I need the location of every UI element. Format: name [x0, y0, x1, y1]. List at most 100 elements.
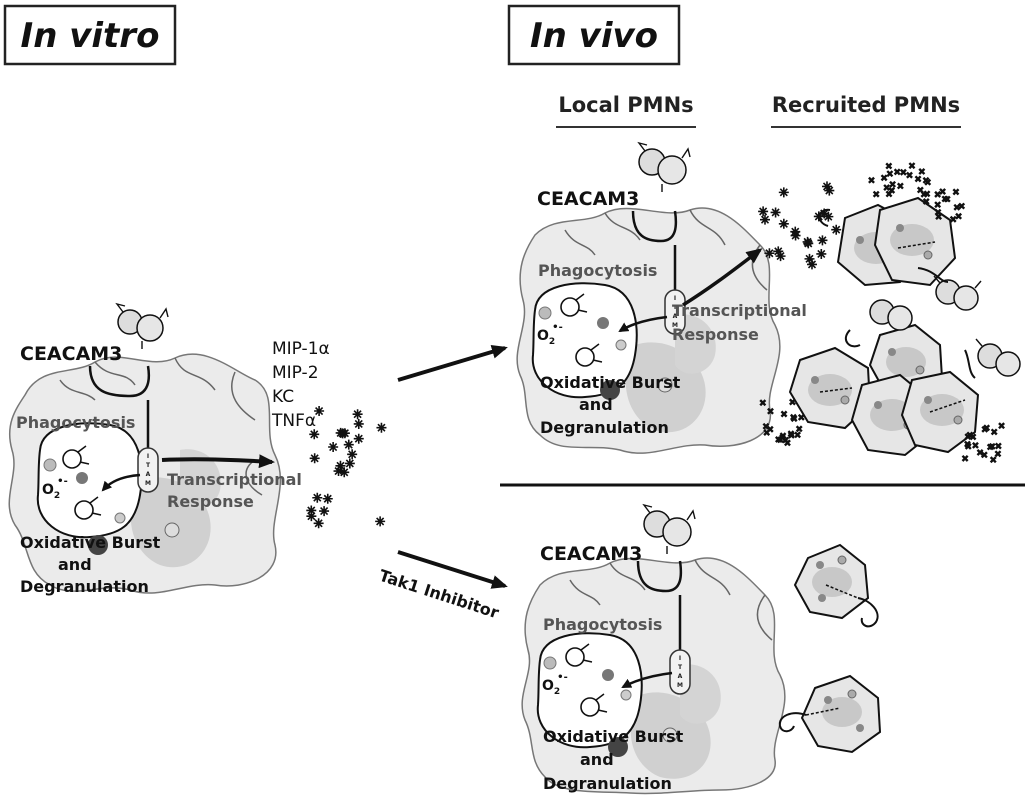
- tak1-inhibitor-label: Tak1 Inhibitor: [377, 566, 502, 623]
- cytokine-star: [309, 429, 320, 440]
- bound-bacterium: [115, 302, 169, 349]
- mediator-mip2: MIP-2: [272, 363, 319, 383]
- cytokine-star: [337, 428, 348, 439]
- recruited-pmns-header: Recruited PMNs: [772, 93, 960, 117]
- cytokine-star: [918, 168, 926, 175]
- cytokine-cloud: [306, 406, 387, 529]
- cytokine-star: [988, 442, 996, 450]
- phagocytosed-bacterium: [74, 496, 102, 520]
- phagocytosed-bacterium: [560, 293, 588, 317]
- granule: [615, 339, 627, 351]
- bound-bacterium: [637, 141, 691, 192]
- transcription-output-arrow: [161, 454, 275, 469]
- cytokine-star: [803, 238, 814, 249]
- cytokine-star: [880, 174, 888, 182]
- itam-letter: I: [147, 453, 149, 460]
- cytokine-star: [983, 424, 991, 432]
- cytokine-star: [885, 190, 893, 198]
- cytokine-star: [819, 208, 830, 219]
- cytokine-star: [883, 184, 891, 192]
- cytokine-star: [353, 418, 364, 429]
- granule: [543, 656, 557, 670]
- receptor-hooks: [818, 208, 976, 379]
- resting-pmn: [793, 543, 879, 628]
- cytokine-star: [899, 168, 907, 176]
- in-vitro-title-box: In vitro: [3, 4, 177, 66]
- cytokine-star: [335, 460, 346, 471]
- in-vivo-title-box: In vivo: [507, 4, 681, 66]
- cytokine-star: [314, 406, 325, 417]
- phagosome: [536, 632, 643, 749]
- cytokine-star: [794, 431, 802, 439]
- oxidative-label-1: Oxidative Burst: [540, 373, 681, 392]
- cytokine-star: [787, 431, 795, 439]
- ceacam3-label: CEACAM3: [537, 188, 639, 210]
- cytokine-star: [868, 176, 875, 184]
- mediator-mip1a: MIP-1α: [272, 339, 330, 359]
- cytokine-star: [989, 456, 997, 464]
- receptor-ectodomain: [636, 560, 683, 593]
- free-bacterium: [975, 338, 1021, 377]
- itam-letter: A: [673, 313, 678, 320]
- cytokine-star: [313, 518, 324, 529]
- cytokine-star: [886, 170, 894, 178]
- mediator-kc: KC: [272, 387, 294, 407]
- phagocytosed-bacterium: [62, 445, 90, 469]
- arrow-to-untreated: [397, 345, 508, 382]
- itam-letter: A: [678, 673, 683, 680]
- itam-letter: T: [678, 664, 683, 671]
- cytokine-star: [824, 185, 835, 196]
- phagocytosed-bacterium: [565, 643, 593, 667]
- granule: [602, 669, 614, 681]
- phagocytosis-signal-arrow: [621, 671, 673, 689]
- cytokine-star: [831, 224, 842, 235]
- oxidative-label-3: Degranulation: [540, 418, 669, 437]
- cytokine-star: [778, 187, 789, 198]
- cytokine-star: [941, 195, 949, 203]
- local-pmns-header: Local PMNs: [558, 93, 693, 117]
- cytokine-star: [759, 214, 770, 225]
- cytokine-star: [758, 206, 769, 217]
- cytokine-cloud: [759, 398, 805, 447]
- cytokine-star: [790, 226, 801, 237]
- granule: [43, 458, 57, 472]
- mediator-tnfa: TNFα: [271, 411, 316, 431]
- granule: [620, 689, 632, 701]
- cell-membrane-folds: [569, 559, 773, 641]
- cytokine-star: [955, 212, 963, 220]
- phagocytosis-label: Phagocytosis: [16, 413, 135, 432]
- superoxide-label: O2•-: [542, 672, 568, 697]
- cytokine-star: [376, 422, 387, 433]
- cytokine-star: [767, 407, 774, 415]
- granule: [608, 737, 628, 757]
- phagosome: [36, 422, 143, 539]
- transcriptional-label-1: Transcriptional: [672, 301, 807, 320]
- recruited-pmn: [873, 196, 957, 287]
- cytokine-star: [339, 467, 350, 478]
- cytokine-star: [964, 442, 972, 450]
- cytokine-star: [969, 433, 977, 441]
- cytokine-star: [934, 208, 942, 216]
- cytokine-star: [958, 202, 966, 210]
- cytokine-star: [775, 251, 786, 262]
- granule: [597, 317, 609, 329]
- cytokine-star: [776, 436, 784, 444]
- cytokine-star: [889, 180, 897, 188]
- cytokine-star: [990, 428, 998, 436]
- cytokine-star: [906, 171, 913, 179]
- oxidative-label-2: and: [579, 395, 613, 414]
- cytokine-star: [333, 466, 344, 477]
- oxidative-label-2: and: [58, 555, 92, 574]
- cytokine-cloud: [758, 181, 842, 270]
- oxidative-label-3: Degranulation: [20, 577, 149, 596]
- cytokine-star: [893, 168, 901, 176]
- superoxide-label: O2•-: [42, 476, 68, 501]
- resting-pmn: [778, 674, 882, 754]
- itam-letter: M: [145, 480, 151, 487]
- granule: [76, 472, 88, 484]
- cytokine-star: [766, 425, 774, 433]
- cytokine-star: [980, 451, 988, 459]
- cytokine-star: [778, 218, 789, 229]
- ceacam3-label: CEACAM3: [540, 543, 642, 565]
